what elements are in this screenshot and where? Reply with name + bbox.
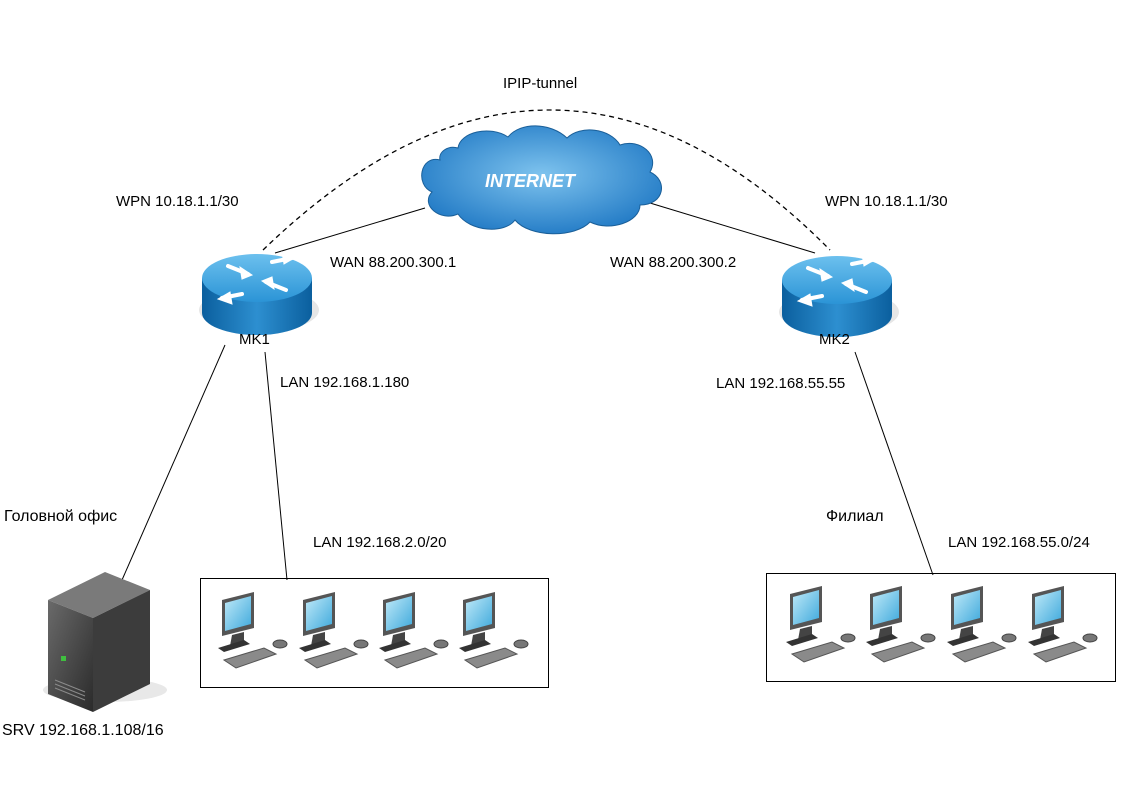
mk1-wan-label: WAN 88.200.300.1 (330, 254, 457, 271)
head-office-lan-net: LAN 192.168.2.0/20 (313, 534, 447, 551)
mk2-wan-label: WAN 88.200.300.2 (610, 254, 737, 271)
server-icon (43, 572, 167, 712)
head-office-lan-box (200, 578, 549, 688)
mk2-name: MK2 (819, 331, 850, 348)
mk2-wpn-label: WPN 10.18.1.1/30 (825, 193, 948, 210)
router-mk2-icon (777, 252, 901, 339)
router-mk1-icon (197, 250, 321, 337)
mk2-lan-label: LAN 192.168.55.55 (716, 375, 846, 392)
link-mk1-server (121, 344, 226, 581)
internet-label: INTERNET (485, 171, 575, 191)
tunnel-label: IPIP-tunnel (503, 75, 578, 92)
link-mk2-lan (854, 351, 934, 576)
branch-label: Филиал (826, 508, 884, 525)
head-office-label: Головной офис (4, 508, 118, 525)
link-internet-mk2 (649, 202, 816, 254)
link-mk1-internet (274, 207, 426, 254)
mk1-name: MK1 (239, 331, 270, 348)
mk1-wpn-label: WPN 10.18.1.1/30 (116, 193, 239, 210)
branch-lan-box (766, 573, 1116, 682)
mk1-lan-label: LAN 192.168.1.180 (280, 374, 410, 391)
server-label: SRV 192.168.1.108/16 (2, 722, 164, 739)
branch-lan-net: LAN 192.168.55.0/24 (948, 534, 1090, 551)
link-mk1-lan (264, 351, 288, 581)
ipip-tunnel-arc (262, 109, 831, 251)
internet-cloud-icon (421, 125, 662, 235)
